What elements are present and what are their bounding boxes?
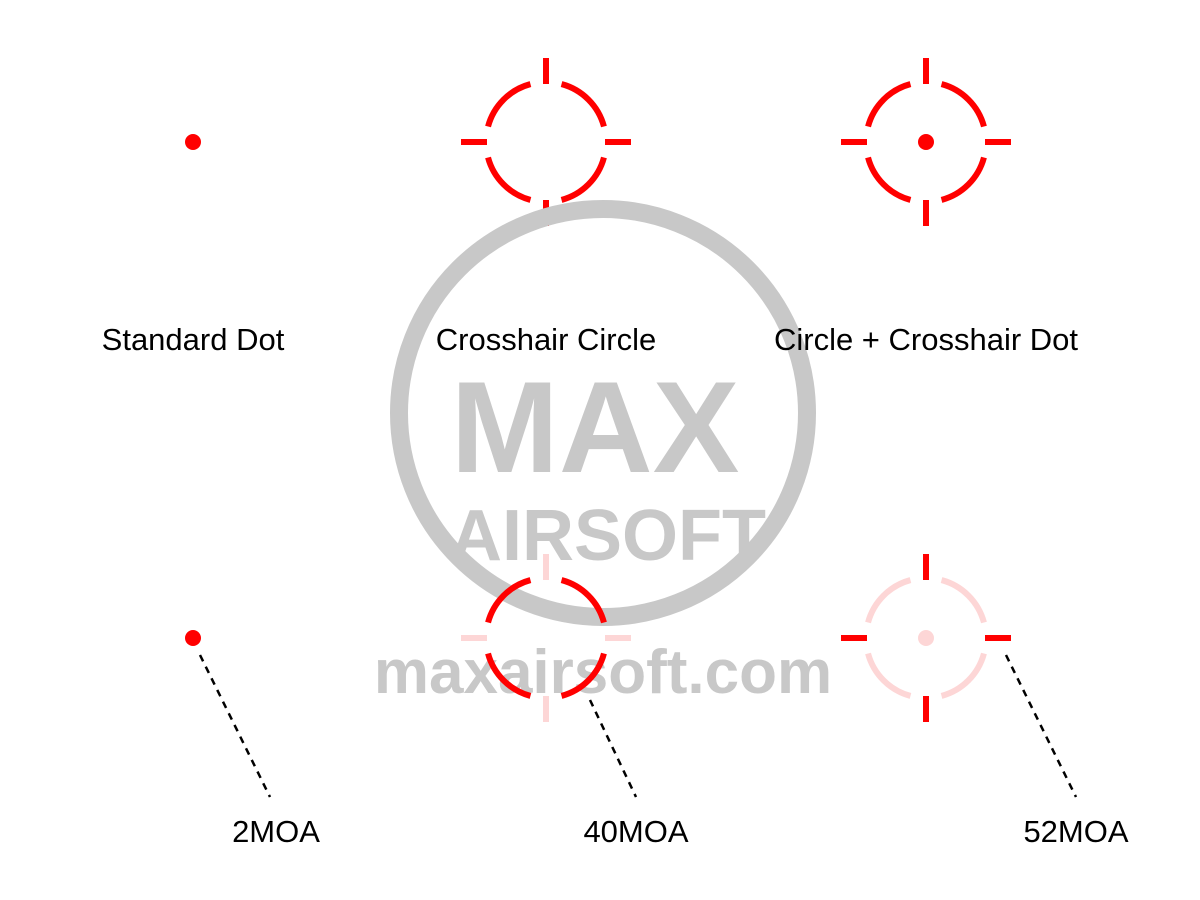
circle-40moa-highlight-arc — [485, 577, 532, 624]
crosshair-circle-reticle-arc — [560, 81, 607, 128]
watermark-url: maxairsoft.com — [374, 638, 832, 707]
circle-40moa-highlight-arc — [560, 577, 607, 624]
watermark-logo-max: MAX — [451, 354, 740, 500]
crosshair-circle-reticle-arc — [485, 156, 532, 203]
leader-line-2moa — [198, 654, 272, 798]
circle-dot-reticle-arc — [865, 81, 912, 128]
circle-dot-reticle-arc — [940, 156, 987, 203]
dot-2moa-highlight — [185, 630, 201, 646]
outer-52moa-faded-arc — [865, 652, 912, 699]
circle-40moa-highlight-arc — [485, 652, 532, 699]
leader-line-52moa — [1004, 654, 1078, 798]
circle-40moa-highlight-arc — [560, 652, 607, 699]
leader-line-40moa — [588, 699, 638, 798]
outer-52moa-faded-arc — [940, 652, 987, 699]
label-crosshair-circle: Crosshair Circle — [436, 322, 656, 357]
watermark-logo-airsoft: AIRSOFT — [450, 496, 766, 576]
size-label-52moa: 52MOA — [1023, 814, 1128, 849]
crosshair-circle-reticle-arc — [485, 81, 532, 128]
crosshair-circle-reticle-arc — [560, 156, 607, 203]
circle-dot-reticle-arc — [940, 81, 987, 128]
label-circle-crosshair-dot: Circle + Crosshair Dot — [774, 322, 1078, 357]
circle-dot-reticle-center-dot — [918, 134, 934, 150]
outer-52moa-faded-arc — [940, 577, 987, 624]
leader-lines — [198, 654, 1078, 798]
outer-52moa-faded-arc — [865, 577, 912, 624]
center-dot-faded — [918, 630, 934, 646]
label-standard-dot: Standard Dot — [102, 322, 285, 357]
watermark: MAX AIRSOFT maxairsoft.com — [374, 200, 832, 707]
circle-dot-reticle-arc — [865, 156, 912, 203]
size-label-40moa: 40MOA — [583, 814, 688, 849]
size-label-2moa: 2MOA — [232, 814, 320, 849]
standard-dot-reticle — [185, 134, 201, 150]
